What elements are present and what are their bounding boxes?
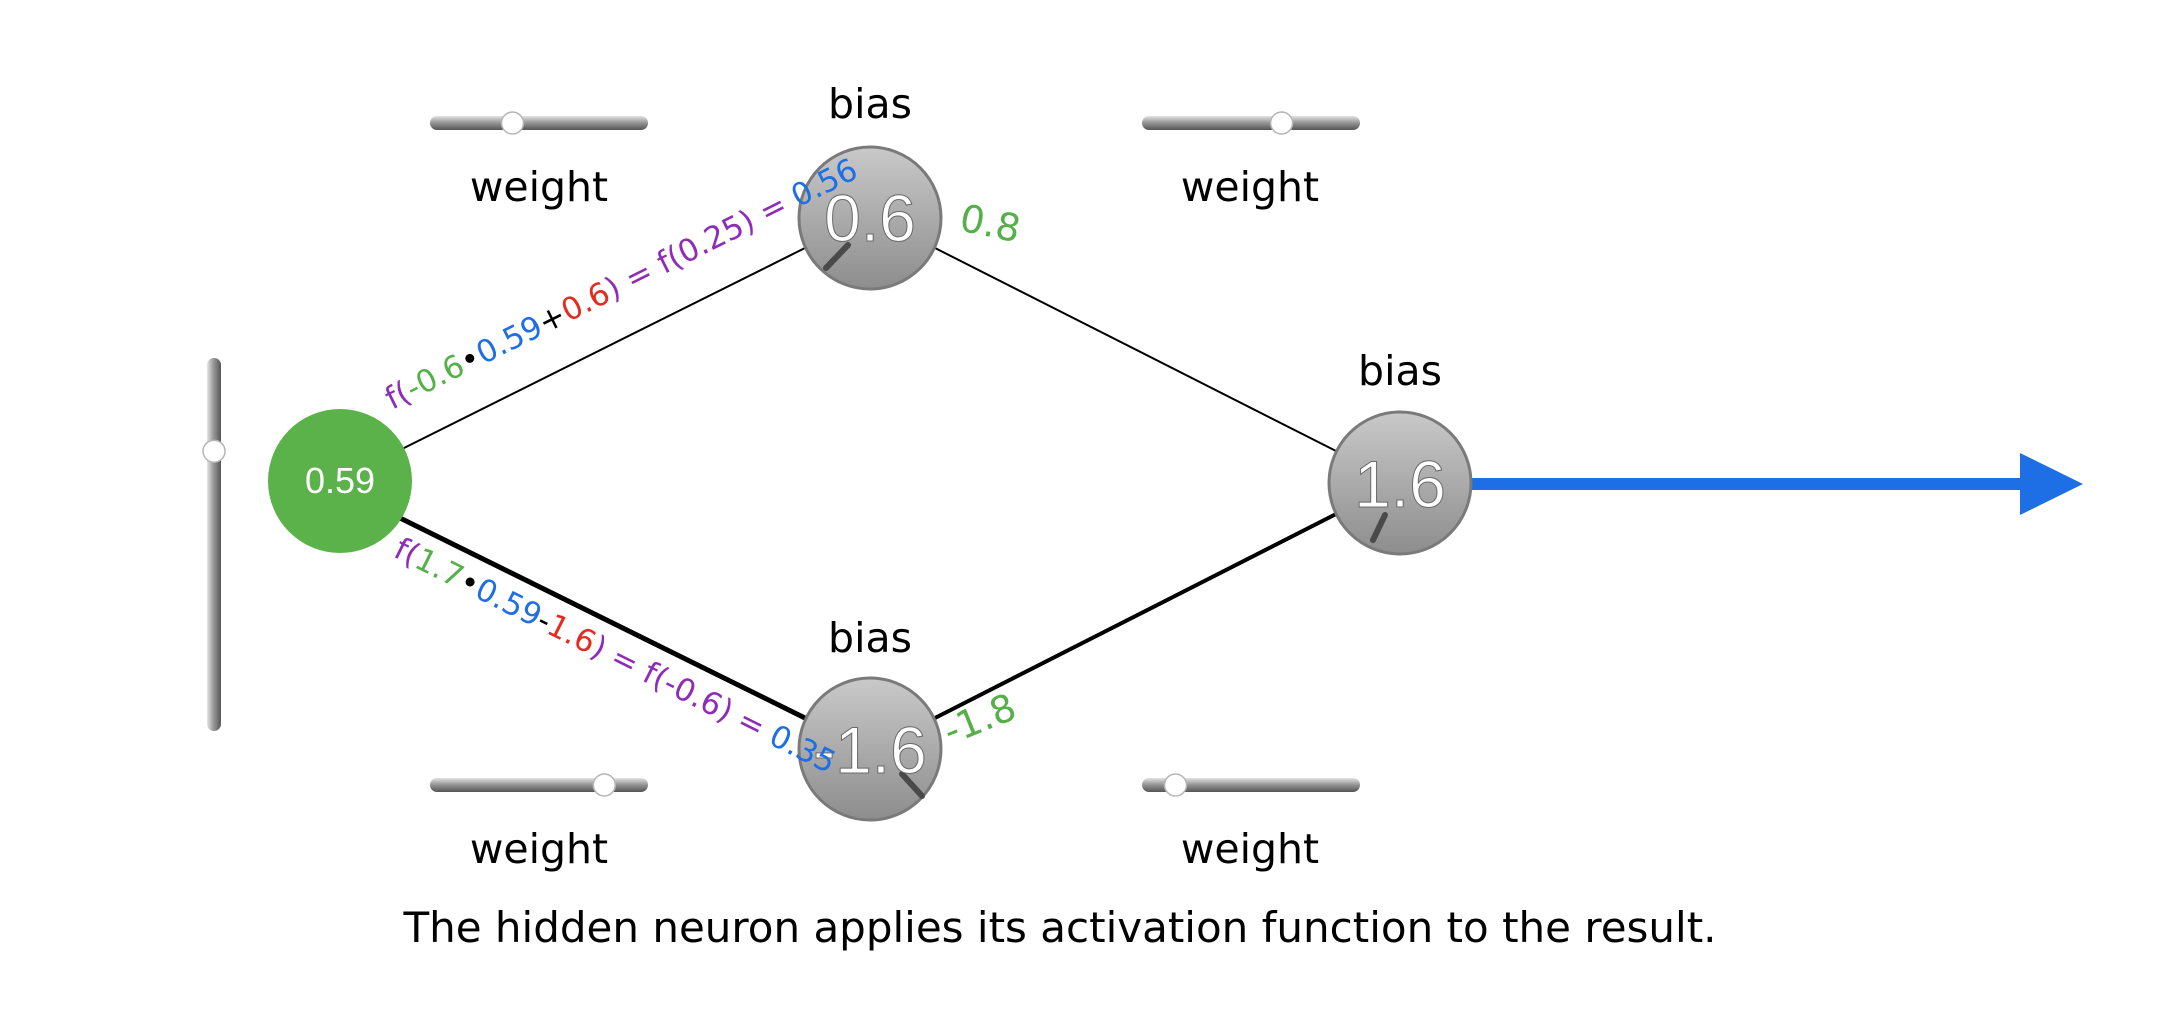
caption: The hidden neuron applies its activation… bbox=[402, 903, 1716, 952]
bias-knob-indicator[interactable] bbox=[823, 242, 851, 271]
input-slider[interactable] bbox=[202, 358, 226, 731]
weight-label: weight bbox=[1181, 825, 1319, 873]
input-neuron: 0.59 bbox=[268, 409, 412, 553]
weight-slider-bottom-left[interactable]: weight bbox=[430, 773, 648, 873]
bias-knob-indicator[interactable] bbox=[899, 771, 925, 799]
input-neuron-value: 0.59 bbox=[305, 460, 375, 501]
weight-label: weight bbox=[1181, 163, 1319, 211]
slider-track[interactable] bbox=[1142, 778, 1360, 792]
weight-slider-bottom-right[interactable]: weight bbox=[1142, 773, 1360, 873]
weight-slider-top-right[interactable]: weight bbox=[1142, 111, 1360, 211]
bias-label: bias bbox=[828, 80, 912, 128]
weight-label: weight bbox=[470, 163, 608, 211]
out-weight-value: -1.8 bbox=[937, 685, 1022, 754]
edge-top-output bbox=[934, 247, 1341, 454]
slider-track[interactable] bbox=[430, 116, 648, 130]
bias-label: bias bbox=[828, 614, 912, 662]
bias-label: bias bbox=[1358, 347, 1442, 395]
slider-thumb[interactable] bbox=[202, 439, 226, 463]
slider-thumb[interactable] bbox=[592, 773, 617, 797]
slider-track[interactable] bbox=[207, 358, 221, 731]
edge-input-bottom bbox=[398, 515, 807, 721]
bias-knob-indicator[interactable] bbox=[1370, 512, 1388, 543]
slider-thumb[interactable] bbox=[1163, 773, 1188, 797]
slider-track[interactable] bbox=[1142, 116, 1360, 130]
edge-bottom-output bbox=[934, 510, 1341, 720]
hidden-neuron-top[interactable]: bias 0.6 0.8 bbox=[797, 80, 1024, 291]
neuron-value: -1.6 bbox=[813, 713, 927, 787]
output-neuron[interactable]: bias 1.6 bbox=[1327, 347, 1473, 556]
weight-label: weight bbox=[470, 825, 608, 873]
hidden-neuron-bottom[interactable]: bias -1.6 -1.8 bbox=[797, 614, 1022, 822]
weight-slider-top-left[interactable]: weight bbox=[430, 111, 648, 211]
slider-thumb[interactable] bbox=[500, 111, 525, 135]
formula-top: f(-0.6•0.59+0.6) = f(0.25) = 0.56 bbox=[380, 152, 864, 417]
neuron-value: 0.6 bbox=[824, 181, 916, 255]
formula-bottom: f(1.7•0.59-1.6) = f(-0.6) = 0.35 bbox=[388, 531, 841, 781]
output-arrow bbox=[1468, 453, 2083, 515]
edge-input-top bbox=[399, 247, 806, 451]
slider-thumb[interactable] bbox=[1269, 111, 1294, 135]
neuron-value: 1.6 bbox=[1354, 447, 1446, 521]
formula-mid: ) = f(0.25) = bbox=[600, 182, 802, 307]
out-weight-value: 0.8 bbox=[956, 196, 1024, 252]
